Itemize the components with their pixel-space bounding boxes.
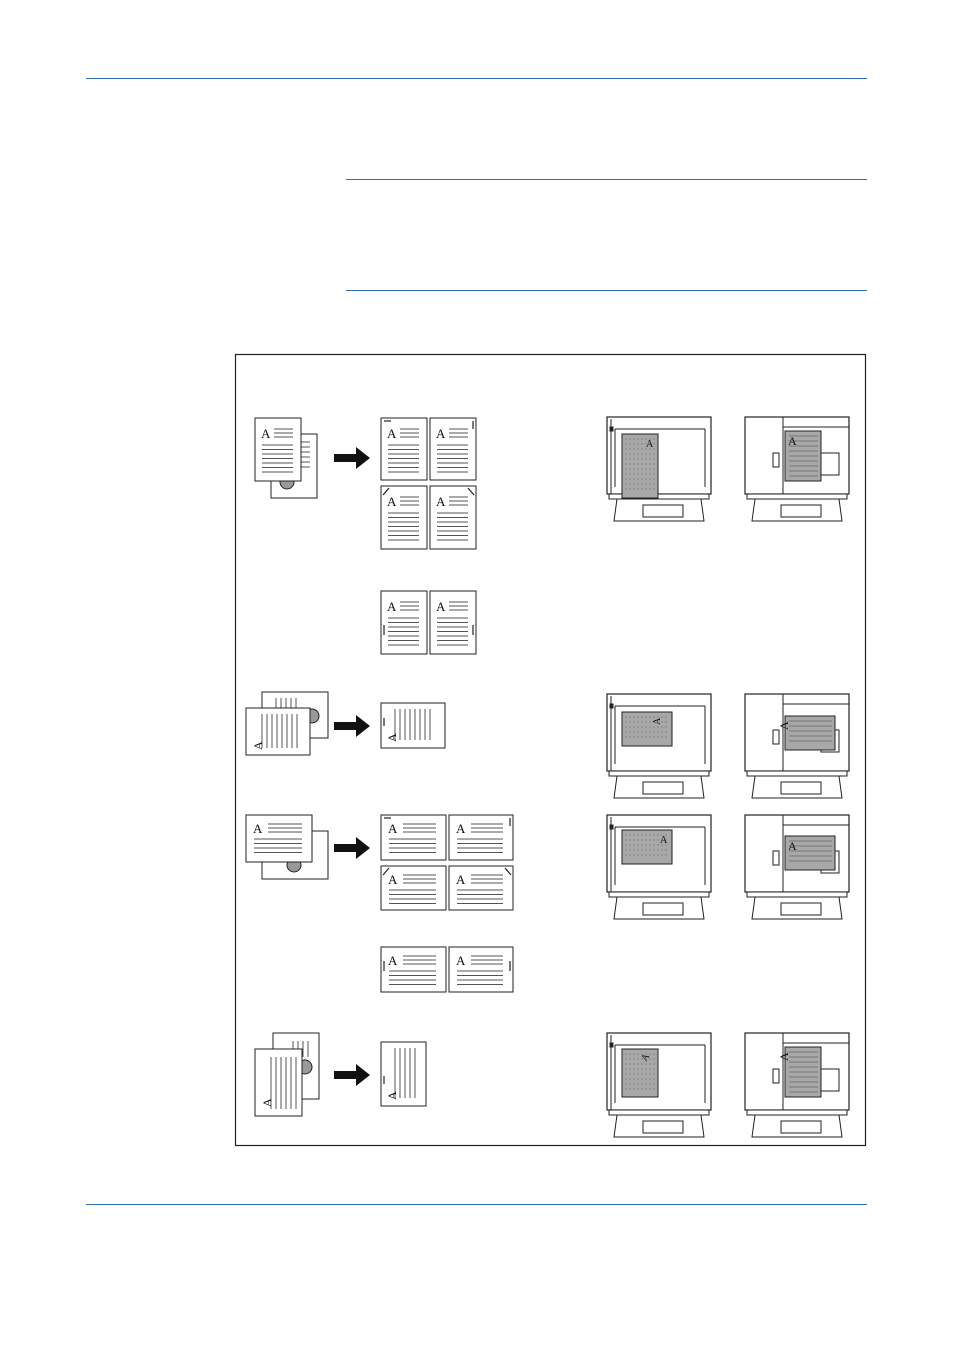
document-on-glass bbox=[621, 1048, 659, 1098]
arrow-icon bbox=[334, 715, 370, 737]
arrow-icon bbox=[334, 837, 370, 859]
letter-a: A bbox=[777, 721, 791, 730]
letter-a: A bbox=[777, 1052, 791, 1061]
output-page-bottom-right: A bbox=[429, 485, 477, 550]
top-rule bbox=[86, 78, 867, 79]
bottom-rule bbox=[86, 1204, 867, 1205]
output-landscape-bottom-left: A bbox=[380, 865, 447, 911]
letter-a: A bbox=[387, 599, 397, 614]
letter-a: A bbox=[387, 494, 397, 509]
letter-a: A bbox=[436, 599, 446, 614]
output-landscape-top-left: A bbox=[380, 814, 447, 861]
letter-a: A bbox=[388, 872, 398, 887]
letter-a: A bbox=[456, 821, 466, 836]
output-landscape-right-edge: A bbox=[448, 946, 514, 993]
machine-glass-rotated: A bbox=[606, 693, 712, 799]
letter-a: A bbox=[388, 953, 398, 968]
letter-a: A bbox=[660, 835, 668, 846]
letter-a: A bbox=[436, 494, 446, 509]
arrow-icon bbox=[334, 447, 370, 469]
output-page-top-left: A bbox=[380, 417, 428, 481]
output-page-top-right: A bbox=[429, 417, 477, 481]
letter-a: A bbox=[652, 717, 663, 725]
document-on-glass bbox=[621, 433, 659, 499]
machine-glass-landscape: A bbox=[606, 814, 712, 920]
document-in-feeder bbox=[784, 835, 836, 871]
machine-feeder-portrait: A bbox=[744, 416, 850, 522]
machine-glass-portrait: A bbox=[606, 416, 712, 522]
original-landscape-rotated-stack: A bbox=[254, 1032, 320, 1117]
arrow-icon bbox=[334, 1064, 370, 1086]
output-page-left-edge: A bbox=[380, 590, 428, 655]
machine-feeder-rotated: A bbox=[744, 693, 850, 799]
figure-frame bbox=[234, 353, 867, 1147]
letter-a: A bbox=[388, 821, 398, 836]
output-landscape-bottom-right: A bbox=[448, 865, 514, 911]
output-page-bottom-left: A bbox=[380, 485, 428, 550]
machine-glass-landscape-rotated: A bbox=[606, 1032, 712, 1138]
output-landscape-left-edge: A bbox=[380, 946, 447, 993]
letter-a: A bbox=[387, 426, 397, 441]
letter-a: A bbox=[646, 439, 654, 450]
output-portrait-rotated: A bbox=[380, 1041, 427, 1107]
letter-a: A bbox=[260, 1098, 274, 1107]
letter-a: A bbox=[456, 872, 466, 887]
note-bottom-rule bbox=[346, 290, 867, 291]
document-in-feeder bbox=[784, 715, 836, 751]
letter-a: A bbox=[253, 821, 263, 836]
letter-a: A bbox=[456, 953, 466, 968]
letter-a: A bbox=[385, 1091, 399, 1100]
output-page-right-edge: A bbox=[429, 590, 477, 655]
letter-a: A bbox=[788, 839, 797, 853]
letter-a: A bbox=[788, 434, 797, 448]
letter-a: A bbox=[436, 426, 446, 441]
machine-feeder-landscape: A bbox=[744, 814, 850, 920]
output-landscape-top-right: A bbox=[448, 814, 514, 861]
original-landscape-stack: A bbox=[245, 814, 329, 880]
letter-a: A bbox=[261, 426, 271, 441]
machine-feeder-landscape-rotated: A bbox=[744, 1032, 850, 1138]
document-on-glass bbox=[621, 711, 673, 747]
original-portrait-stack: A bbox=[254, 417, 318, 499]
letter-a: A bbox=[385, 733, 399, 742]
document-on-glass bbox=[621, 829, 673, 865]
letter-a: A bbox=[251, 741, 265, 750]
note-top-rule bbox=[346, 179, 867, 180]
original-portrait-rotated-stack: A bbox=[245, 691, 329, 756]
output-landscape-rotated: A bbox=[380, 702, 446, 749]
